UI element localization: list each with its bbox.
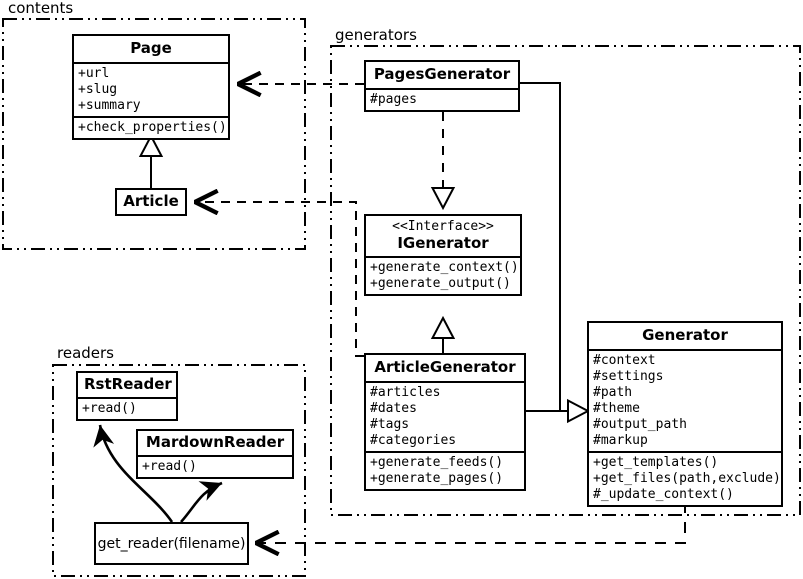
class-rst-reader[interactable]: RstReader +read() xyxy=(76,371,178,421)
class-generator-attributes: #context #settings #path #theme #output_… xyxy=(589,349,781,451)
attribute: #context xyxy=(593,353,656,368)
function-get-reader[interactable]: get_reader(filename) xyxy=(94,522,249,565)
relation-generator-uses-get-reader xyxy=(257,502,686,543)
attribute: #path xyxy=(593,385,633,400)
class-article-generator-operations: +generate_feeds() +generate_pages() xyxy=(366,451,524,489)
attribute: +url xyxy=(78,66,110,81)
class-rst-reader-name: RstReader xyxy=(84,375,172,393)
attribute: +summary xyxy=(78,98,141,113)
class-igenerator-operations: +generate_context() +generate_output() xyxy=(366,256,520,294)
attribute: #markup xyxy=(593,433,648,448)
package-contents-label: contents xyxy=(6,0,77,17)
class-mardown-reader-operations: +read() xyxy=(138,455,292,477)
attribute: #theme xyxy=(593,401,640,416)
attribute: #categories xyxy=(370,433,457,448)
operation: #_update_context() xyxy=(593,487,734,502)
class-generator-name: Generator xyxy=(642,326,728,344)
package-readers-label: readers xyxy=(55,345,117,362)
operation: +get_files(path,exclude) xyxy=(593,471,781,486)
class-page-operations: +check_properties() xyxy=(74,116,228,138)
attribute: #tags xyxy=(370,417,410,432)
class-article[interactable]: Article xyxy=(115,188,187,216)
class-mardown-reader-name: MardownReader xyxy=(145,433,285,451)
attribute: #settings xyxy=(593,369,664,384)
operation: +generate_output() xyxy=(370,276,511,291)
class-article-generator-name: ArticleGenerator xyxy=(374,358,516,376)
relation-get-reader-returns-rstreader xyxy=(93,424,174,523)
class-igenerator-name: <<Interface>> IGenerator xyxy=(366,216,520,256)
relation-get-reader-returns-mardownreader xyxy=(180,481,223,523)
class-article-generator[interactable]: ArticleGenerator #articles #dates #tags … xyxy=(364,353,526,491)
relation-generators-extend-generator xyxy=(520,82,591,424)
package-readers-frame xyxy=(52,364,306,577)
class-igenerator-stereotype: <<Interface>> xyxy=(392,219,494,234)
class-generator-operations: +get_templates() +get_files(path,exclude… xyxy=(589,451,781,505)
operation: +read() xyxy=(82,401,137,416)
operation: +generate_feeds() xyxy=(370,455,504,470)
class-mardown-reader[interactable]: MardownReader +read() xyxy=(136,429,294,479)
function-get-reader-label: get_reader(filename) xyxy=(97,535,246,552)
attribute: +slug xyxy=(78,82,118,97)
class-igenerator[interactable]: <<Interface>> IGenerator +generate_conte… xyxy=(364,214,522,296)
class-article-name: Article xyxy=(123,192,179,210)
operation: +generate_context() xyxy=(370,260,519,275)
class-pages-generator-attributes: #pages xyxy=(366,88,518,110)
package-contents-frame xyxy=(2,18,306,250)
attribute: #articles xyxy=(370,385,441,400)
class-pages-generator-name: PagesGenerator xyxy=(373,65,511,83)
class-article-generator-attributes: #articles #dates #tags #categories xyxy=(366,381,524,451)
package-generators-frame xyxy=(330,45,801,516)
operation: +read() xyxy=(142,459,197,474)
class-generator[interactable]: Generator #context #settings #path #them… xyxy=(587,321,783,507)
relation-pagesgenerator-realizes-igenerator xyxy=(430,112,456,211)
operation: +generate_pages() xyxy=(370,471,504,486)
attribute: #dates xyxy=(370,401,417,416)
attribute: #output_path xyxy=(593,417,687,432)
relation-articlegenerator-uses-article xyxy=(196,202,364,357)
class-page-name: Page xyxy=(130,39,172,57)
operation: +get_templates() xyxy=(593,455,719,470)
class-page[interactable]: Page +url +slug +summary +check_properti… xyxy=(72,34,230,140)
class-pages-generator[interactable]: PagesGenerator #pages xyxy=(364,60,520,112)
package-generators-label: generators xyxy=(333,27,420,44)
operation: +check_properties() xyxy=(78,120,227,135)
class-rst-reader-operations: +read() xyxy=(78,397,176,419)
relation-articlegenerator-realizes-igenerator xyxy=(430,315,456,353)
class-igenerator-label: IGenerator xyxy=(397,234,489,252)
class-page-attributes: +url +slug +summary xyxy=(74,62,228,116)
relation-article-extends-page xyxy=(138,133,164,188)
attribute: #pages xyxy=(370,92,417,107)
